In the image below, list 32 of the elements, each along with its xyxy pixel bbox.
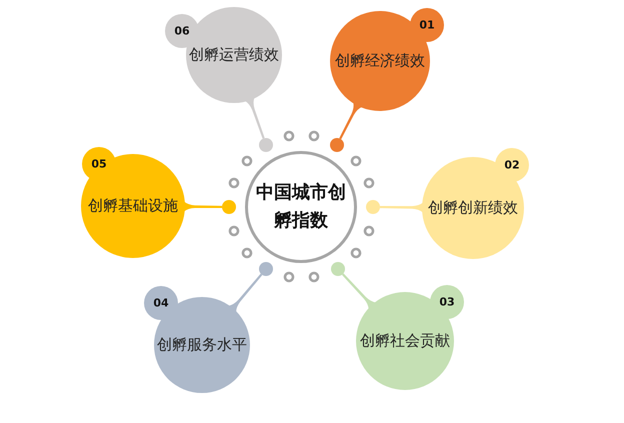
number-label: 04 bbox=[153, 296, 169, 310]
connector-line bbox=[339, 102, 362, 140]
bubble-label: 创孵社会贡献 bbox=[360, 332, 450, 350]
center-circle bbox=[245, 151, 357, 263]
speech-bubble bbox=[330, 8, 444, 111]
connector-dot bbox=[259, 138, 273, 152]
connector-dot bbox=[222, 200, 236, 214]
number-label: 03 bbox=[439, 296, 455, 308]
speech-bubble bbox=[356, 285, 464, 390]
connector-dot bbox=[259, 262, 273, 276]
number-label: 05 bbox=[91, 158, 107, 170]
number-label: 02 bbox=[504, 158, 520, 172]
connector-line bbox=[342, 273, 376, 310]
bubble-label: 创孵经济绩效 bbox=[335, 52, 425, 70]
bubble-label: 创孵服务水平 bbox=[157, 336, 247, 354]
speech-bubble bbox=[422, 148, 529, 259]
bubble-label: 创孵创新绩效 bbox=[428, 198, 518, 218]
connector-line bbox=[184, 202, 222, 212]
speech-bubble bbox=[144, 286, 250, 393]
connector-dot bbox=[331, 262, 345, 276]
number-label: 01 bbox=[419, 18, 435, 32]
bubble-label: 创孵运营绩效 bbox=[189, 46, 279, 64]
connector-line bbox=[228, 274, 262, 312]
number-label: 06 bbox=[174, 24, 190, 38]
bubble-label: 创孵基础设施 bbox=[88, 196, 178, 216]
center-title: 中国城市创孵指数 bbox=[255, 181, 347, 233]
speech-bubble bbox=[165, 7, 282, 103]
connector-dot bbox=[366, 200, 380, 214]
connector-dot bbox=[330, 138, 344, 152]
connector-line bbox=[245, 98, 265, 139]
connector-line bbox=[380, 202, 424, 212]
speech-bubble bbox=[81, 147, 185, 258]
